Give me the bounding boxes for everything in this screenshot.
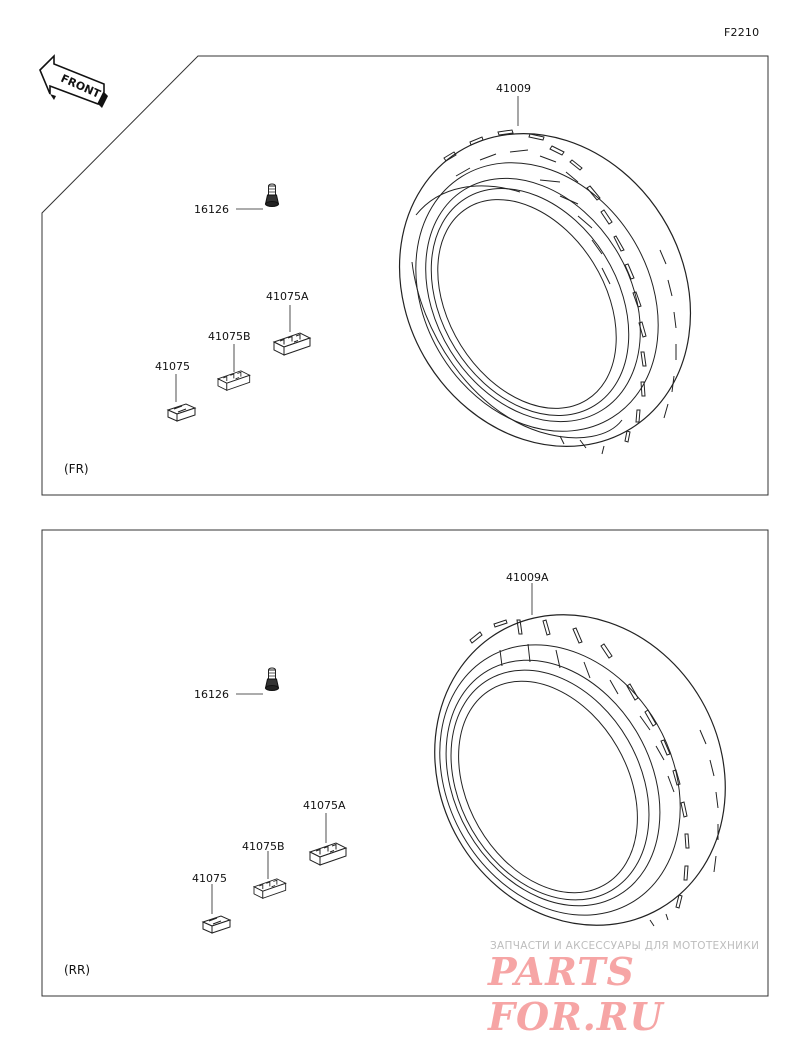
figure-code: F2210 (724, 26, 760, 39)
rear-tire-drawing (434, 614, 726, 927)
watermark-tagline: ЗАПЧАСТИ И АКСЕССУАРЫ ДЛЯ МОТОТЕХНИКИ (490, 940, 760, 952)
front-valve-part-number: 16126 (194, 203, 229, 216)
rear-section-frame (41, 529, 769, 997)
front-valve-icon (265, 183, 279, 207)
rear-weight-a-part-number: 41075A (303, 799, 346, 812)
rear-weight-icon (202, 915, 231, 934)
rear-weight-b-icon (253, 878, 287, 899)
rear-valve-part-number: 16126 (194, 688, 229, 701)
rear-weight-b-part-number: 41075B (242, 840, 285, 853)
rear-valve-icon (265, 667, 279, 691)
rear-tire-part-number: 41009A (506, 571, 549, 584)
front-section-label: (FR) (64, 462, 89, 476)
front-weight-icon (167, 403, 196, 422)
front-weight-part-number: 41075 (155, 360, 190, 373)
rear-weight-a-icon (309, 842, 347, 866)
front-section-frame (41, 55, 769, 496)
front-weight-b-icon (217, 370, 251, 391)
watermark-logo: PARTS FOR.RU (488, 949, 664, 1039)
front-weight-a-icon (273, 332, 311, 356)
front-tire-part-number: 41009 (496, 82, 531, 95)
front-tire-drawing (398, 129, 692, 455)
rear-section-label: (RR) (64, 963, 90, 977)
front-weight-a-part-number: 41075A (266, 290, 309, 303)
rear-weight-part-number: 41075 (192, 872, 227, 885)
front-callouts (175, 96, 519, 402)
rear-callouts (211, 583, 533, 914)
front-weight-b-part-number: 41075B (208, 330, 251, 343)
front-arrow-icon: FRONT (39, 54, 108, 108)
